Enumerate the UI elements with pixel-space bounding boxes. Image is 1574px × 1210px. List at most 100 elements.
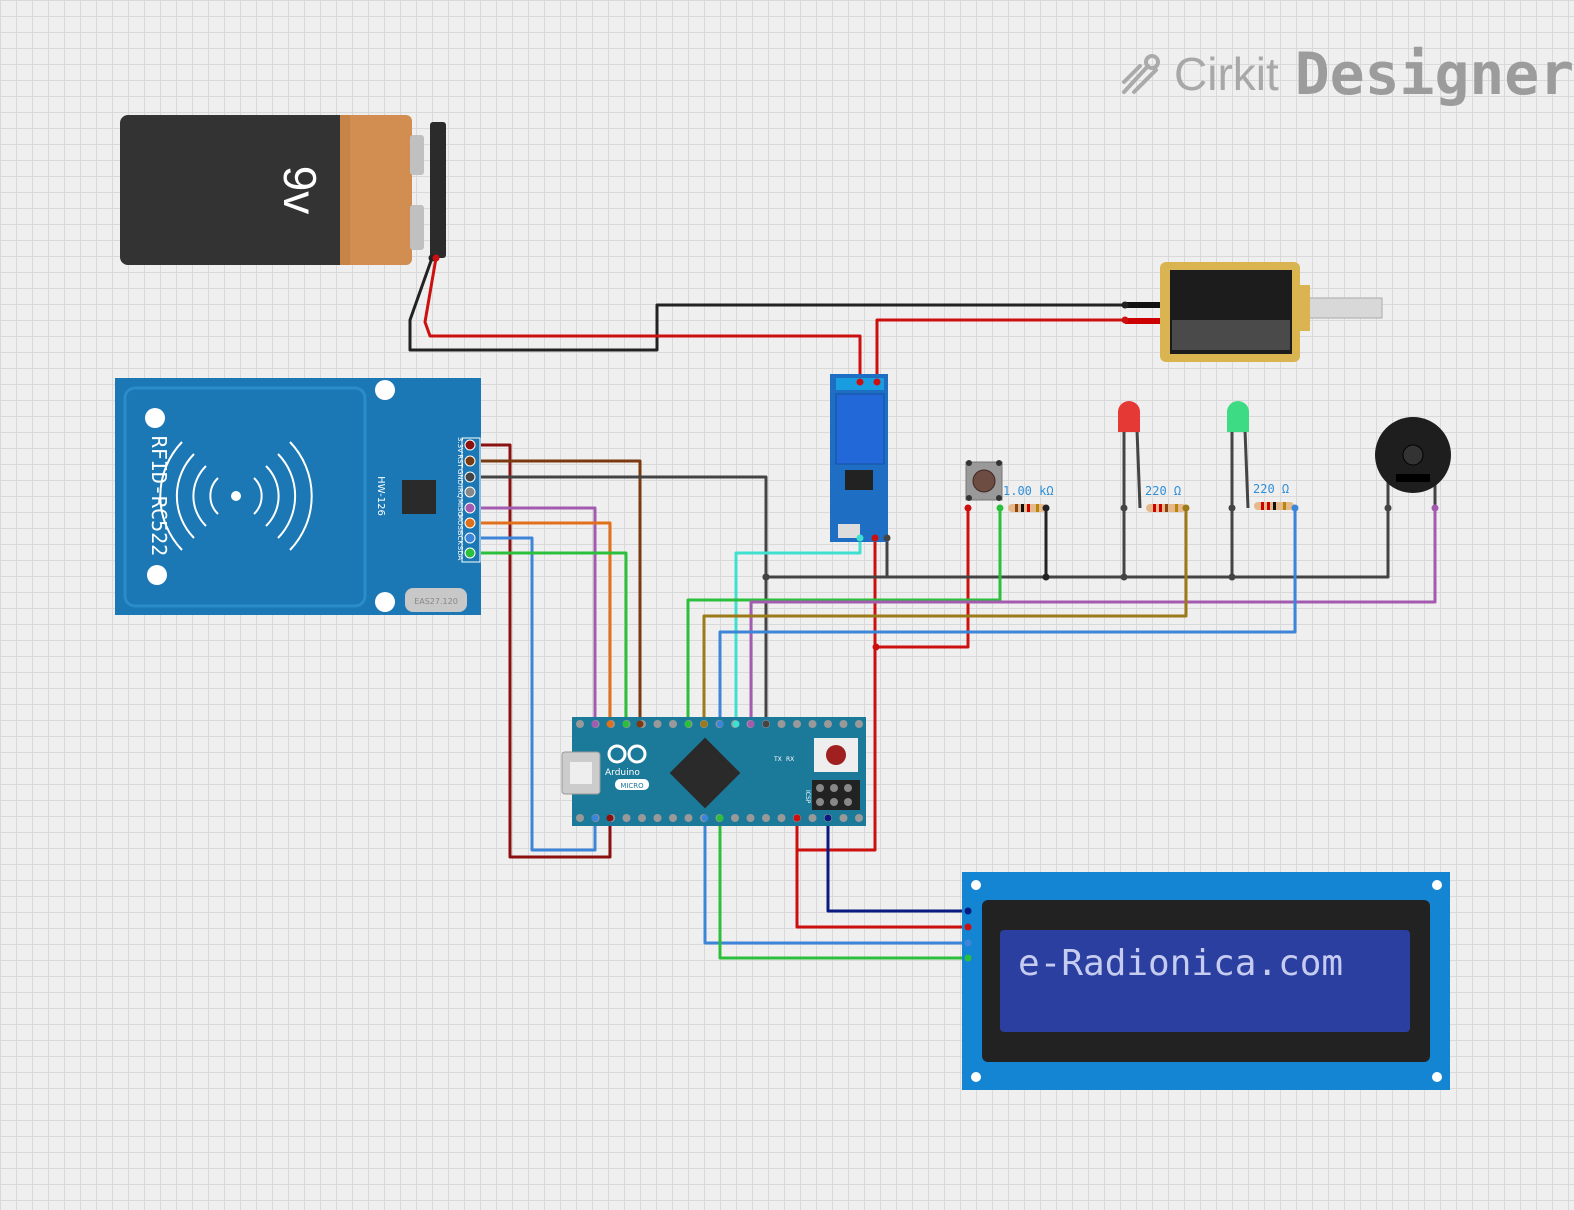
wire-endpoint[interactable] — [1228, 573, 1236, 581]
icsp-pin[interactable] — [844, 798, 852, 806]
wire-endpoint[interactable] — [871, 534, 879, 542]
wire-lcd-sda[interactable] — [826, 818, 968, 913]
wire-endpoint[interactable] — [793, 814, 801, 822]
arduino-pin[interactable] — [684, 814, 693, 822]
wire-endpoint[interactable] — [883, 534, 891, 542]
wire-endpoint[interactable] — [622, 720, 630, 728]
wire-lcd-vcc[interactable] — [795, 818, 968, 929]
wire-rfid-sck[interactable] — [470, 536, 597, 852]
wire-endpoint[interactable] — [964, 954, 972, 962]
icsp-pin[interactable] — [816, 784, 824, 792]
arduino-pin[interactable] — [669, 720, 677, 728]
wire-endpoint[interactable] — [1042, 504, 1050, 512]
battery-9v[interactable]: 9v — [120, 115, 446, 265]
wire-endpoint[interactable] — [1431, 504, 1439, 512]
wire-endpoint[interactable] — [872, 643, 880, 651]
arduino-pin[interactable] — [839, 814, 848, 822]
wire-relay-solenoid-red[interactable] — [875, 318, 1125, 382]
wire-button-vcc[interactable] — [876, 508, 970, 649]
arduino-pin[interactable] — [746, 814, 755, 822]
icsp-pin[interactable] — [830, 798, 838, 806]
wire-led-green-signal[interactable] — [718, 508, 1297, 724]
push-button[interactable] — [965, 460, 1003, 501]
arduino-pin[interactable] — [824, 720, 832, 728]
resistor-220-green[interactable]: 220 Ω — [1253, 482, 1294, 510]
wire-lcd-scl[interactable] — [718, 818, 968, 960]
rfid-rc522-module[interactable]: RFID-RC522 HW-126 EAS27.120 3.3VRSTGNDIR… — [115, 378, 481, 615]
wire-endpoint[interactable] — [466, 457, 474, 465]
wire-rfid-rst[interactable] — [470, 459, 642, 724]
wire-battery-black[interactable] — [408, 257, 1125, 352]
wire-endpoint[interactable] — [466, 549, 474, 557]
arduino-pin[interactable] — [839, 720, 848, 728]
arduino-pin[interactable] — [777, 720, 786, 728]
wire-endpoint[interactable] — [591, 814, 599, 822]
wire-endpoint[interactable] — [732, 720, 740, 728]
arduino-pin[interactable] — [808, 814, 817, 822]
led-red[interactable] — [1118, 401, 1142, 509]
resistor-1k[interactable]: 1.00 kΩ — [1003, 484, 1054, 512]
reset-button[interactable] — [826, 745, 846, 765]
wire-endpoint[interactable] — [466, 534, 474, 542]
wire-endpoint[interactable] — [684, 720, 692, 728]
wire-endpoint[interactable] — [466, 473, 474, 481]
wire-endpoint[interactable] — [591, 720, 599, 728]
wire-endpoint[interactable] — [856, 534, 864, 542]
wire-endpoint[interactable] — [1120, 573, 1128, 581]
wire-endpoint[interactable] — [606, 814, 614, 822]
arduino-pin[interactable] — [808, 720, 817, 728]
wire-buzzer-signal[interactable] — [749, 508, 1437, 724]
wire-led-red-signal[interactable] — [702, 508, 1188, 724]
wire-endpoint[interactable] — [964, 939, 972, 947]
wire-endpoint[interactable] — [856, 378, 864, 386]
wire-endpoint[interactable] — [747, 720, 755, 728]
wire-endpoint[interactable] — [996, 504, 1004, 512]
wire-endpoint[interactable] — [1228, 504, 1236, 512]
wire-endpoint[interactable] — [1384, 504, 1392, 512]
arduino-pin[interactable] — [622, 814, 631, 822]
wire-endpoint[interactable] — [873, 378, 881, 386]
arduino-micro[interactable]: Arduino MICRO TX RX ICSP — [561, 717, 866, 826]
wire-endpoint[interactable] — [716, 720, 724, 728]
wire-relay-signal[interactable] — [734, 538, 862, 724]
arduino-pin[interactable] — [762, 814, 770, 822]
wire-endpoint[interactable] — [606, 720, 614, 728]
arduino-pin[interactable] — [855, 720, 863, 728]
wire-endpoint[interactable] — [466, 504, 474, 512]
wire-rfid-miso[interactable] — [470, 506, 597, 724]
arduino-pin[interactable] — [576, 814, 584, 822]
wire-endpoint[interactable] — [964, 907, 972, 915]
wire-endpoint[interactable] — [762, 720, 770, 728]
icsp-pin[interactable] — [830, 784, 838, 792]
wire-rfid-3v3[interactable] — [470, 443, 612, 859]
icsp-pin[interactable] — [816, 798, 824, 806]
wire-endpoint[interactable] — [716, 814, 724, 822]
resistor-220-red[interactable]: 220 Ω — [1145, 484, 1186, 512]
wire-gnd-bus-main[interactable] — [766, 508, 1390, 579]
arduino-pin[interactable] — [653, 814, 662, 822]
arduino-pin[interactable] — [576, 720, 584, 728]
wire-lcd-gnd[interactable] — [703, 818, 968, 945]
wire-endpoint[interactable] — [466, 441, 474, 449]
wire-endpoint[interactable] — [1182, 504, 1190, 512]
wire-endpoint[interactable] — [824, 814, 832, 822]
wire-endpoint[interactable] — [964, 504, 972, 512]
wire-rfid-gnd[interactable] — [470, 475, 768, 724]
arduino-pin[interactable] — [793, 720, 801, 728]
buzzer[interactable] — [1375, 417, 1451, 508]
wire-battery-red[interactable] — [423, 257, 862, 382]
wire-rfid-sda[interactable] — [470, 551, 628, 724]
relay-module[interactable] — [830, 374, 888, 542]
led-green[interactable] — [1227, 401, 1250, 509]
wire-rfid-mosi[interactable] — [470, 521, 612, 724]
wire-endpoint[interactable] — [1120, 504, 1128, 512]
wire-endpoint[interactable] — [700, 720, 708, 728]
wire-gnd-bus[interactable] — [766, 538, 889, 579]
wire-endpoint[interactable] — [964, 923, 972, 931]
arduino-pin[interactable] — [653, 720, 662, 728]
arduino-pin[interactable] — [731, 814, 739, 822]
arduino-pin[interactable] — [777, 814, 786, 822]
wire-endpoint[interactable] — [1291, 504, 1299, 512]
arduino-pin[interactable] — [669, 814, 677, 822]
